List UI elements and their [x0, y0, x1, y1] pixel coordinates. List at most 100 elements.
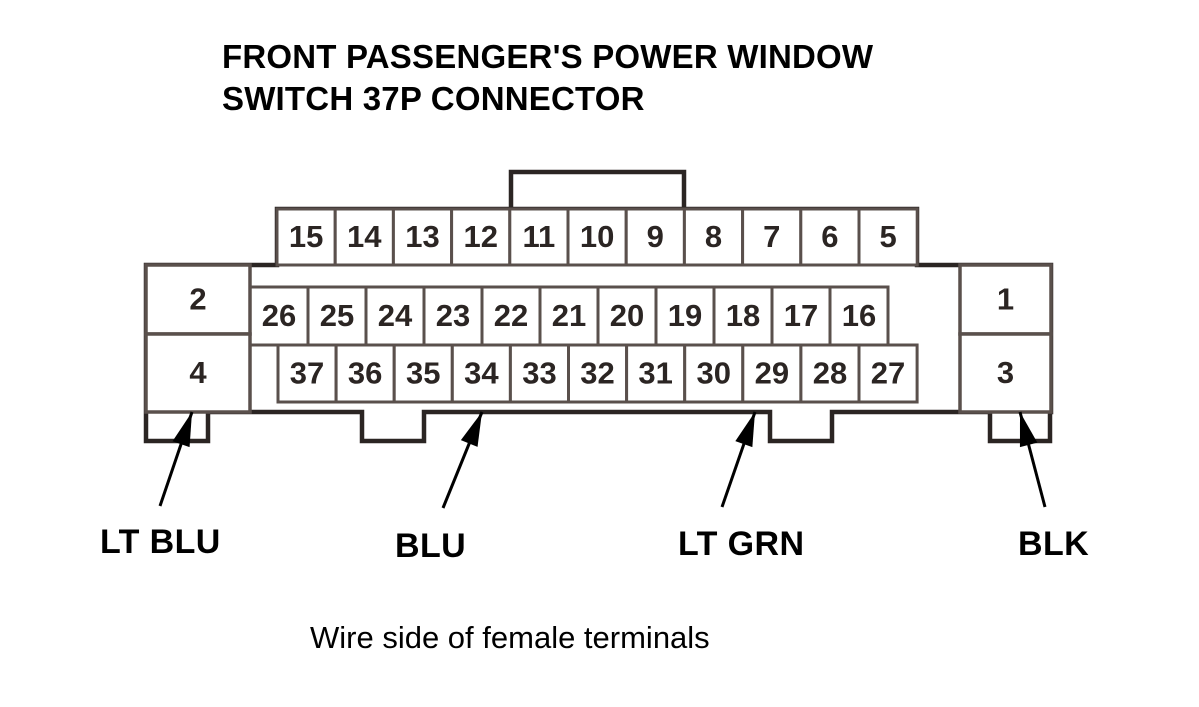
- pin-15[interactable]: 15: [275, 207, 337, 267]
- pin-number-label: 37: [290, 356, 324, 391]
- pin-1[interactable]: 1: [958, 263, 1053, 336]
- leader-arrowhead: [1019, 412, 1038, 448]
- pin-number-label: 34: [464, 356, 499, 391]
- pin-13[interactable]: 13: [391, 207, 454, 267]
- pin-number-label: 20: [610, 298, 644, 333]
- pin-3[interactable]: 3: [958, 332, 1053, 414]
- pin-cell-box: [857, 207, 919, 267]
- pin-number-label: 3: [997, 355, 1014, 390]
- pin-14[interactable]: 14: [333, 207, 395, 267]
- pin-number-label: 14: [347, 219, 382, 254]
- pin-12[interactable]: 12: [450, 207, 512, 267]
- pin-cell-box: [144, 332, 252, 414]
- pin-cell-box: [450, 343, 512, 404]
- pin-8[interactable]: 8: [682, 207, 745, 267]
- pin-number-label: 10: [580, 219, 614, 254]
- pin-number-label: 27: [871, 356, 905, 391]
- pin-number-label: 24: [378, 298, 413, 333]
- pin-cell-box: [364, 285, 426, 347]
- pin-37[interactable]: 37: [276, 343, 338, 404]
- wire-color-label-text: BLK: [1018, 525, 1089, 563]
- pin-36[interactable]: 36: [334, 343, 396, 404]
- pin-number-label: 5: [879, 219, 896, 254]
- pin-2[interactable]: 2: [144, 263, 252, 336]
- pin-31[interactable]: 31: [625, 343, 687, 404]
- pin-number-label: 19: [668, 298, 702, 333]
- pin-4[interactable]: 4: [144, 332, 252, 414]
- pin-number-label: 35: [406, 356, 440, 391]
- pin-27[interactable]: 27: [857, 343, 919, 404]
- pin-cell-box: [422, 285, 484, 347]
- wire-label-blu: BLU: [395, 411, 484, 565]
- wire-color-labels: LT BLU BLU LT GRN BLK: [100, 411, 1089, 565]
- pin-30[interactable]: 30: [683, 343, 745, 404]
- pin-number-label: 7: [763, 219, 780, 254]
- pin-35[interactable]: 35: [392, 343, 454, 404]
- pin-number-label: 29: [755, 356, 789, 391]
- pin-number-label: 28: [813, 356, 847, 391]
- pin-number-label: 6: [821, 219, 838, 254]
- wire-label-blk: BLK: [1018, 411, 1089, 563]
- pin-number-label: 13: [405, 219, 439, 254]
- wire-label-lt-grn: LT GRN: [678, 411, 804, 563]
- pin-28[interactable]: 28: [799, 343, 861, 404]
- title-line-1: FRONT PASSENGER'S POWER WINDOW: [222, 38, 874, 75]
- pin-9[interactable]: 9: [624, 207, 686, 267]
- pin-number-label: 16: [842, 298, 876, 333]
- pin-26[interactable]: 26: [248, 285, 310, 347]
- pin-number-label: 18: [726, 298, 760, 333]
- pin-7[interactable]: 7: [741, 207, 803, 267]
- pin-number-label: 26: [262, 298, 296, 333]
- pin-10[interactable]: 10: [566, 207, 628, 267]
- pin-25[interactable]: 25: [306, 285, 368, 347]
- pin-33[interactable]: 33: [508, 343, 570, 404]
- wire-color-label-text: LT BLU: [100, 523, 221, 561]
- pin-number-label: 4: [189, 355, 207, 390]
- pin-number-label: 21: [552, 298, 586, 333]
- pin-29[interactable]: 29: [741, 343, 803, 404]
- pin-number-label: 11: [523, 219, 556, 254]
- pin-cell-box: [857, 343, 919, 404]
- pin-number-label: 1: [997, 282, 1014, 317]
- pin-number-label: 15: [289, 219, 323, 254]
- latch-bracket-path: [508, 169, 687, 209]
- leader-arrowhead: [172, 412, 192, 448]
- caption-text: Wire side of female terminals: [310, 620, 710, 655]
- pin-19[interactable]: 19: [654, 285, 716, 347]
- pin-22[interactable]: 22: [480, 285, 542, 347]
- wire-color-label-text: LT GRN: [678, 525, 804, 563]
- pin-11[interactable]: 11: [508, 207, 570, 267]
- pin-21[interactable]: 21: [538, 285, 600, 347]
- pin-17[interactable]: 17: [770, 285, 832, 347]
- pin-number-label: 33: [522, 356, 556, 391]
- pin-23[interactable]: 23: [422, 285, 484, 347]
- pin-number-label: 32: [580, 356, 614, 391]
- pin-number-label: 8: [705, 219, 722, 254]
- pin-34[interactable]: 34: [450, 343, 512, 404]
- pin-cell-box: [958, 263, 1053, 336]
- pin-cell-box: [391, 207, 454, 267]
- pin-cell-box: [958, 332, 1053, 414]
- diagram-title: FRONT PASSENGER'S POWER WINDOW SWITCH 37…: [222, 38, 874, 117]
- pin-20[interactable]: 20: [596, 285, 658, 347]
- pin-5[interactable]: 5: [857, 207, 919, 267]
- pin-number-label: 12: [463, 219, 497, 254]
- pin-number-label: 17: [784, 298, 818, 333]
- pin-number-label: 30: [697, 356, 731, 391]
- pin-32[interactable]: 32: [567, 343, 629, 404]
- pin-number-label: 25: [320, 298, 354, 333]
- pin-18[interactable]: 18: [712, 285, 774, 347]
- pin-16[interactable]: 16: [828, 285, 890, 347]
- pin-cell-box: [683, 343, 745, 404]
- wire-label-lt-blu: LT BLU: [100, 411, 221, 561]
- pin-24[interactable]: 24: [364, 285, 426, 347]
- pin-cell-box: [276, 343, 338, 404]
- pin-6[interactable]: 6: [799, 207, 861, 267]
- title-line-2: SWITCH 37P CONNECTOR: [222, 80, 645, 117]
- pin-number-label: 36: [348, 356, 382, 391]
- leader-arrowhead: [735, 412, 755, 448]
- leader-arrowhead: [460, 412, 482, 447]
- pin-number-label: 9: [647, 219, 664, 254]
- pin-number-label: 31: [638, 356, 672, 391]
